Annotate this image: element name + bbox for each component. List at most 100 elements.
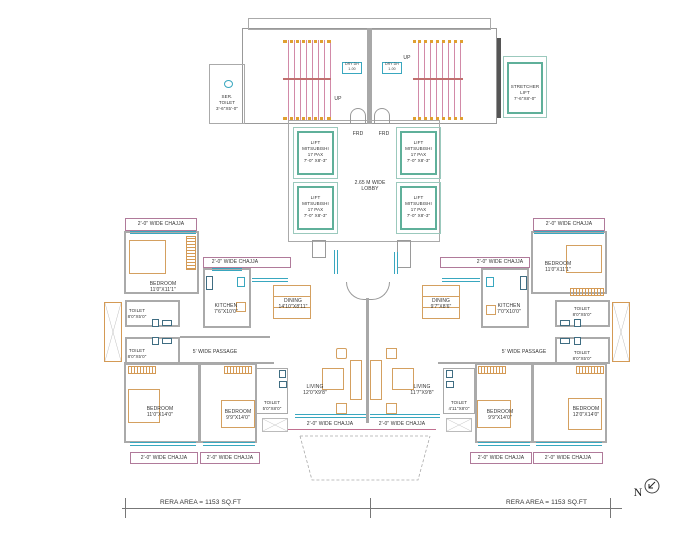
duct-right — [382, 62, 402, 74]
right-toilet-3-basin-icon — [446, 370, 453, 378]
rera-area-left-label: RERA AREA = 1153 SQ.FT — [160, 499, 242, 506]
left-bedroom-bl-label: BEDROOM 11'0"X14'0" — [146, 406, 174, 418]
left-toilet-3-basin-icon — [279, 370, 286, 378]
stair-right-up-label: UP — [403, 55, 411, 61]
left-chajja-living-label: 2'-0" WIDE CHAJJA — [306, 421, 354, 427]
right-living-armchair-2 — [386, 403, 397, 414]
right-living-label: LIVING 11'7"X9'8" — [410, 384, 434, 396]
left-chajja-top-bedroom — [125, 218, 197, 231]
left-bedroom-bl-bed — [128, 389, 160, 423]
lift-1-shaft — [293, 127, 338, 179]
left-bedroom-bm-bed — [221, 400, 255, 428]
stair-right-flight — [413, 40, 463, 120]
right-bedroom-bm-wardrobe — [478, 366, 506, 374]
right-bedroom-bm-label: BEDROOM 9'9"X14'0" — [486, 409, 514, 421]
service-toilet-label: SER. TOILET 3'-6"X5'-0" — [215, 94, 239, 111]
stretcher-lift-label: STRETCHER LIFT 7'-6"X8'-0" — [510, 84, 540, 101]
left-kitchen-sink-icon — [237, 277, 245, 287]
lift-1-label: LIFT MITSUBISHI 17 PAX 7'-0" X8'-3" — [302, 140, 329, 163]
right-toilet-1-basin-icon — [560, 320, 570, 326]
duct-left — [342, 62, 362, 74]
left-bedroom-bl-window — [130, 442, 196, 446]
left-bedroom-top-wardrobe — [186, 236, 196, 270]
left-toilet-2-basin-icon — [162, 338, 172, 344]
north-arrow-icon — [644, 478, 660, 494]
left-living-window — [295, 414, 367, 418]
right-kitchen-glazing-ext — [442, 278, 480, 282]
north-label: N — [633, 485, 643, 499]
right-living-armchair-1 — [386, 348, 397, 359]
left-dining-label: DINING 14'10"X8'11" — [278, 298, 308, 310]
left-bedroom-bm-window — [203, 442, 255, 446]
stretcher-lift-shaft — [503, 56, 547, 118]
right-toilet-3 — [443, 368, 475, 414]
right-chajja-kitchen — [440, 257, 530, 268]
left-bedroom-top-bed — [129, 240, 166, 274]
lift-2-car — [297, 186, 334, 230]
right-kitchen-counter — [486, 305, 496, 315]
left-chajja-bottom-1 — [130, 452, 198, 464]
right-kitchen-hob-icon — [520, 276, 527, 290]
right-dining-label: DINING 9'7"X8'6" — [430, 298, 452, 310]
left-passage-wall-top — [180, 336, 270, 338]
left-toilet-3-shaft — [262, 418, 288, 432]
stretcher-lift-car — [507, 62, 543, 114]
left-kitchen-label: KITCHEN 7'6"X10'0" — [214, 303, 238, 315]
lift-4-label: LIFT MITSUBISHI 17 PAX 7'-0" X8'-3" — [405, 195, 432, 218]
left-bedroom-bl-wardrobe — [128, 366, 156, 374]
left-living-armchair-1 — [336, 348, 347, 359]
left-toilet-3 — [256, 368, 288, 414]
center-chajja — [288, 418, 436, 430]
duct-right-label: DRY DH 1-00 — [385, 62, 399, 71]
left-living-couch — [350, 360, 362, 400]
service-toilet — [209, 64, 245, 124]
left-living-armchair-2 — [336, 403, 347, 414]
right-toilet-3-shaft — [446, 418, 472, 432]
stair-left-up-label: UP — [334, 96, 342, 102]
right-living-couch — [370, 360, 382, 400]
stair-divider-wall — [367, 28, 372, 124]
right-bedroom-br-bed — [568, 398, 602, 430]
left-kitchen-glazing-ext — [252, 278, 288, 282]
left-kitchen — [203, 268, 251, 328]
left-chajja-bottom-2 — [200, 452, 260, 464]
frd-door-right[interactable] — [374, 108, 390, 124]
right-bedroom-br-wardrobe — [576, 366, 604, 374]
right-bedroom-top-bed — [566, 245, 602, 273]
frd-door-left[interactable] — [350, 108, 366, 124]
left-chajja-bottom-2-label: 2'-0" WIDE CHAJJA — [206, 455, 254, 461]
right-living-sofa — [392, 368, 414, 390]
right-toilet-2-wc-icon — [574, 337, 581, 345]
rera-dim-tick-right-b — [610, 498, 611, 518]
rera-dim-line-right — [370, 508, 622, 509]
left-living-label: LIVING 12'0"X9'8" — [303, 384, 327, 396]
lobby-label: 2.65 M WIDE LOBBY — [354, 180, 386, 192]
left-kitchen-window — [212, 268, 242, 271]
right-toilet-2-basin-icon — [560, 338, 570, 344]
stair-left-flight — [283, 40, 331, 120]
right-passage-label: 5' WIDE PASSAGE — [501, 349, 547, 355]
right-kitchen — [481, 268, 529, 328]
right-dining-table — [422, 285, 460, 319]
stair-left-landing — [283, 78, 331, 80]
right-chajja-living-label: 2'-0" WIDE CHAJJA — [378, 421, 426, 427]
right-chajja-bottom-1 — [470, 452, 532, 464]
left-bedroom-top-window — [130, 231, 196, 234]
shaft-small-left — [312, 240, 326, 258]
right-bedroom-top-label: BEDROOM 11'0"X11'1" — [544, 261, 572, 273]
right-toilet-3-label: TOILET 4'11"X8'0" — [448, 400, 470, 411]
party-wall — [366, 298, 369, 423]
left-toilet-3-label: TOILET 5'0"X8'0" — [262, 400, 282, 411]
lift-3-car — [400, 131, 437, 175]
left-passage-label: 5' WIDE PASSAGE — [192, 349, 238, 355]
left-dining-table — [273, 285, 311, 319]
lift-1-car — [297, 131, 334, 175]
right-chajja-bottom-2-label: 2'-0" WIDE CHAJJA — [544, 455, 592, 461]
right-living-window — [370, 414, 440, 418]
right-kitchen-label: KITCHEN 7'0"X10'0" — [497, 303, 521, 315]
rera-dim-line-left — [122, 508, 374, 509]
left-chajja-kitchen-label: 2'-0" WIDE CHAJJA — [211, 259, 259, 265]
entrance-canopy-outline — [299, 435, 431, 481]
right-duct-shaft — [612, 302, 630, 362]
right-toilet-1-wc-icon — [574, 319, 581, 327]
